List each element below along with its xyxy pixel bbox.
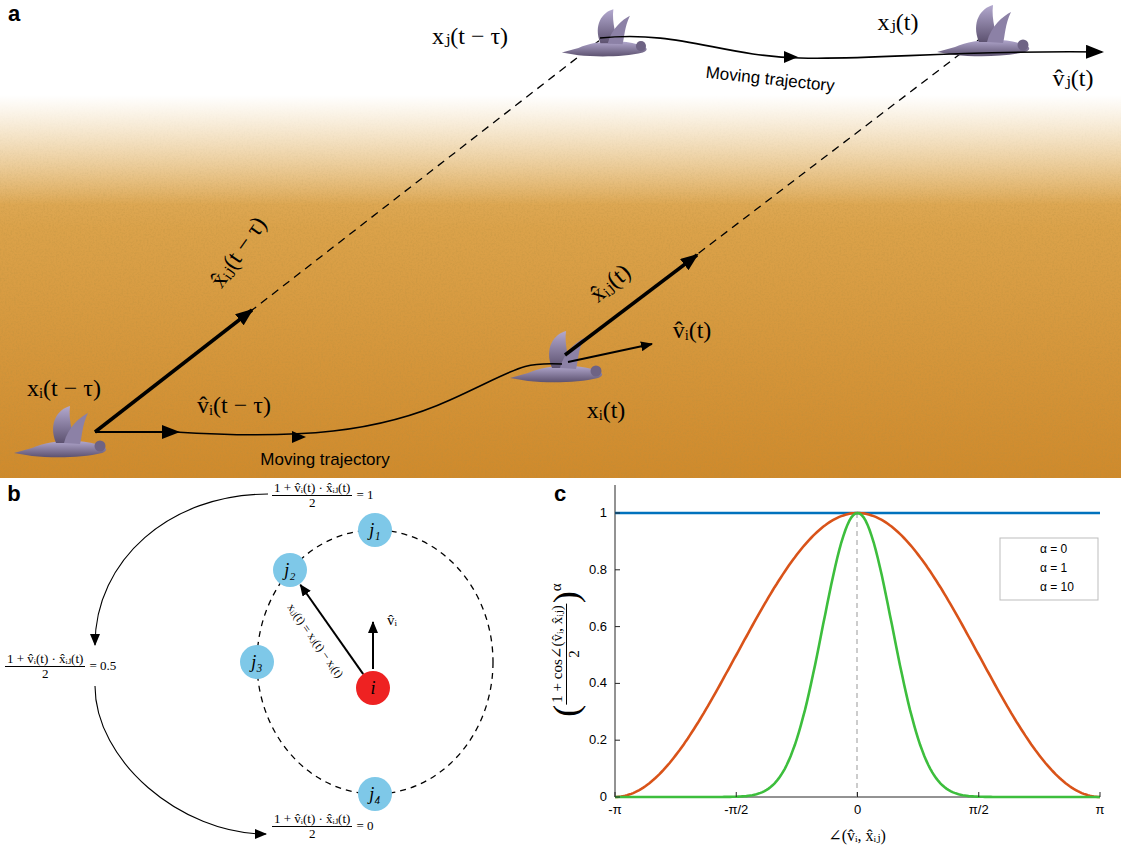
sight-line bbox=[565, 35, 985, 355]
tick-mark bbox=[615, 569, 620, 570]
trajectory bbox=[175, 364, 562, 435]
sand-texture bbox=[0, 95, 1121, 478]
tick-label: 0.8 bbox=[589, 563, 607, 577]
tick-mark bbox=[736, 792, 737, 797]
tick-mark bbox=[615, 797, 620, 798]
numerator: 1 + v̂ᵢ(t) · x̂ᵢⱼ(t) bbox=[272, 812, 352, 827]
bird bbox=[14, 406, 106, 457]
heading-label: v̂ᵢ bbox=[387, 612, 397, 629]
tick-label: 0.6 bbox=[589, 619, 607, 633]
formula-value: = 0 bbox=[356, 818, 373, 834]
velocity-vector bbox=[95, 431, 178, 433]
tick-label: 0.4 bbox=[589, 676, 607, 690]
denominator: 2 bbox=[309, 827, 316, 841]
agent-label: j₄ bbox=[369, 784, 380, 805]
curved-arrow bbox=[95, 686, 266, 834]
zero-guide bbox=[857, 513, 858, 797]
legend-text: α = 0 bbox=[1040, 543, 1067, 556]
paren: ) bbox=[548, 591, 584, 603]
tick-mark bbox=[857, 792, 858, 797]
agent-label: j₃ bbox=[251, 652, 262, 673]
fraction: 1 + cos∠(v̂ᵢ, x̂ᵢⱼ)2 bbox=[550, 603, 583, 704]
neighbour-circle bbox=[257, 530, 493, 794]
bird bbox=[937, 5, 1029, 56]
formula: 1 + v̂ᵢ(t) · x̂ᵢⱼ(t)2= 1 bbox=[272, 481, 373, 509]
panel-letter: b bbox=[7, 482, 20, 506]
tick-label: -π/2 bbox=[724, 803, 748, 817]
position-label: xⱼ(t) bbox=[878, 9, 919, 35]
tick-label: 0.2 bbox=[589, 733, 607, 747]
fraction: 1 + v̂ᵢ(t) · x̂ᵢⱼ(t)2 bbox=[272, 481, 352, 509]
trajectory-arrowhead bbox=[784, 51, 798, 63]
tick-label: π/2 bbox=[969, 803, 989, 817]
position-label: xᵢ(t) bbox=[587, 397, 626, 423]
numerator: 1 + cos∠(v̂ᵢ, x̂ᵢⱼ) bbox=[550, 603, 567, 704]
panel-letter: c bbox=[554, 482, 566, 506]
paren: ( bbox=[548, 705, 584, 717]
agent-label: j₁ bbox=[369, 520, 380, 541]
position-label: xᵢ(t − τ) bbox=[27, 375, 101, 401]
legend-text: α = 10 bbox=[1040, 581, 1074, 594]
tick-label: 0 bbox=[854, 803, 861, 817]
focal-agent: i bbox=[356, 671, 390, 705]
curve bbox=[615, 513, 1100, 797]
agent-label: j₂ bbox=[284, 560, 295, 581]
horizon-haze bbox=[0, 95, 1121, 205]
neighbour-agent: j₂ bbox=[273, 553, 307, 587]
velocity-label: v̂ᵢ(t − τ) bbox=[197, 392, 271, 418]
denominator: 2 bbox=[309, 496, 316, 510]
velocity-vector bbox=[568, 344, 652, 362]
edge-label: xᵢⱼ(t) = xⱼ(t) − xᵢ(t) bbox=[284, 599, 348, 682]
trajectory-label: Moving trajectory bbox=[260, 451, 389, 470]
y-axis-label: (1 + cos∠(v̂ᵢ, x̂ᵢⱼ)2)α bbox=[548, 583, 584, 716]
velocity-label: v̂ⱼ(t) bbox=[1053, 65, 1094, 91]
trajectory-arrowhead bbox=[292, 431, 306, 443]
trajectory-label: Moving trajectory bbox=[705, 64, 836, 96]
tick-mark bbox=[1100, 792, 1101, 797]
tick-mark bbox=[615, 626, 620, 627]
denominator: 2 bbox=[42, 667, 49, 681]
tick-mark bbox=[615, 740, 620, 741]
exponent: α bbox=[548, 583, 565, 591]
x-axis-label: ∠(v̂ᵢ, x̂ᵢⱼ) bbox=[828, 827, 886, 845]
tick-label: 0 bbox=[600, 790, 607, 804]
neighbour-agent: j₁ bbox=[358, 513, 392, 547]
neighbour-agent: j₃ bbox=[240, 645, 274, 679]
sand-ground bbox=[0, 95, 1121, 478]
y-axis bbox=[615, 485, 616, 797]
formula-value: = 0.5 bbox=[89, 658, 116, 674]
tick-label: π bbox=[1096, 803, 1105, 817]
bird bbox=[562, 9, 647, 56]
tick-label: -π bbox=[608, 803, 621, 817]
denominator: 2 bbox=[567, 650, 583, 658]
tick-label: 1 bbox=[600, 506, 607, 520]
tick-mark bbox=[978, 792, 979, 797]
curved-arrow bbox=[95, 494, 268, 645]
formula: 1 + v̂ᵢ(t) · x̂ᵢⱼ(t)2= 0.5 bbox=[5, 652, 116, 680]
position-label: xⱼ(t − τ) bbox=[432, 23, 508, 49]
curve bbox=[615, 513, 1100, 797]
tick-mark bbox=[615, 513, 620, 514]
legend-text: α = 1 bbox=[1040, 562, 1067, 575]
fraction: 1 + v̂ᵢ(t) · x̂ᵢⱼ(t)2 bbox=[272, 812, 352, 840]
tick-mark bbox=[615, 792, 616, 797]
panel-letter: a bbox=[8, 2, 20, 26]
numerator: 1 + v̂ᵢ(t) · x̂ᵢⱼ(t) bbox=[272, 481, 352, 496]
trajectory bbox=[600, 36, 1102, 58]
velocity-label: v̂ᵢ(t) bbox=[673, 317, 712, 343]
fraction: 1 + v̂ᵢ(t) · x̂ᵢⱼ(t)2 bbox=[5, 652, 85, 680]
plot-curves bbox=[615, 513, 1100, 797]
legend-box bbox=[1000, 538, 1098, 600]
heading-vector bbox=[372, 622, 374, 669]
tick-mark bbox=[615, 683, 620, 684]
agent-label: i bbox=[370, 678, 375, 699]
formula-value: = 1 bbox=[356, 487, 373, 503]
neighbour-agent: j₄ bbox=[358, 777, 392, 811]
numerator: 1 + v̂ᵢ(t) · x̂ᵢⱼ(t) bbox=[5, 652, 85, 667]
formula: 1 + v̂ᵢ(t) · x̂ᵢⱼ(t)2= 0 bbox=[272, 812, 373, 840]
sight-line bbox=[95, 40, 600, 432]
